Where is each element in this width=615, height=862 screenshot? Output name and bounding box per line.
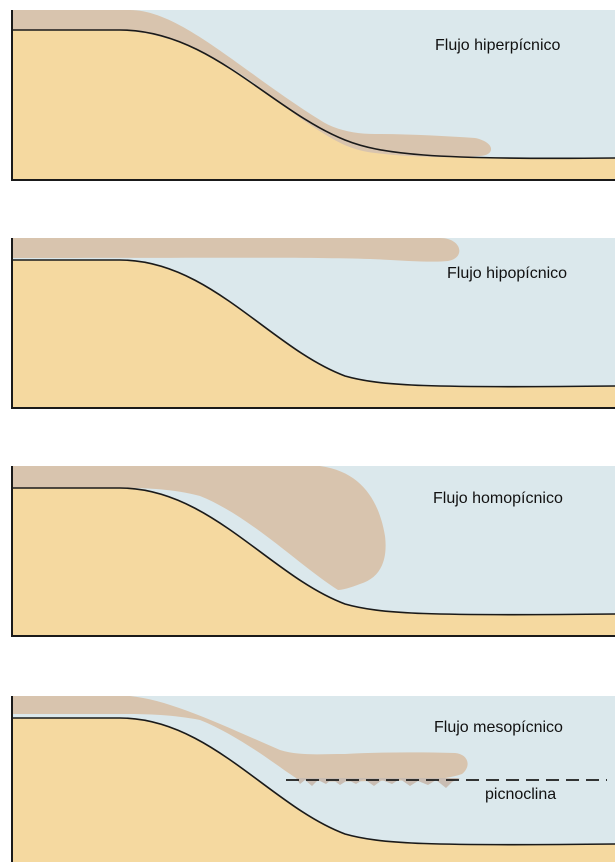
- pycnocline-label: picnoclina: [485, 786, 556, 803]
- hyperpycnal-diagram: Flujo hiperpícnico: [0, 10, 615, 182]
- homopycnal-diagram: Flujo homopícnico: [0, 466, 615, 638]
- panel-label: Flujo hipopícnico: [447, 265, 567, 282]
- mesopycnal-diagram: Flujo mesopícnico picnoclina: [0, 696, 615, 862]
- panel-hypopycnal: Flujo hipopícnico: [0, 238, 615, 410]
- panel-label: Flujo mesopícnico: [434, 719, 563, 736]
- hypopycnal-diagram: Flujo hipopícnico: [0, 238, 615, 410]
- panel-label: Flujo homopícnico: [433, 490, 563, 507]
- panel-label: Flujo hiperpícnico: [435, 37, 561, 54]
- panel-homopycnal: Flujo homopícnico: [0, 466, 615, 638]
- panel-hyperpycnal: Flujo hiperpícnico: [0, 10, 615, 182]
- panel-mesopycnal: Flujo mesopícnico picnoclina: [0, 696, 615, 862]
